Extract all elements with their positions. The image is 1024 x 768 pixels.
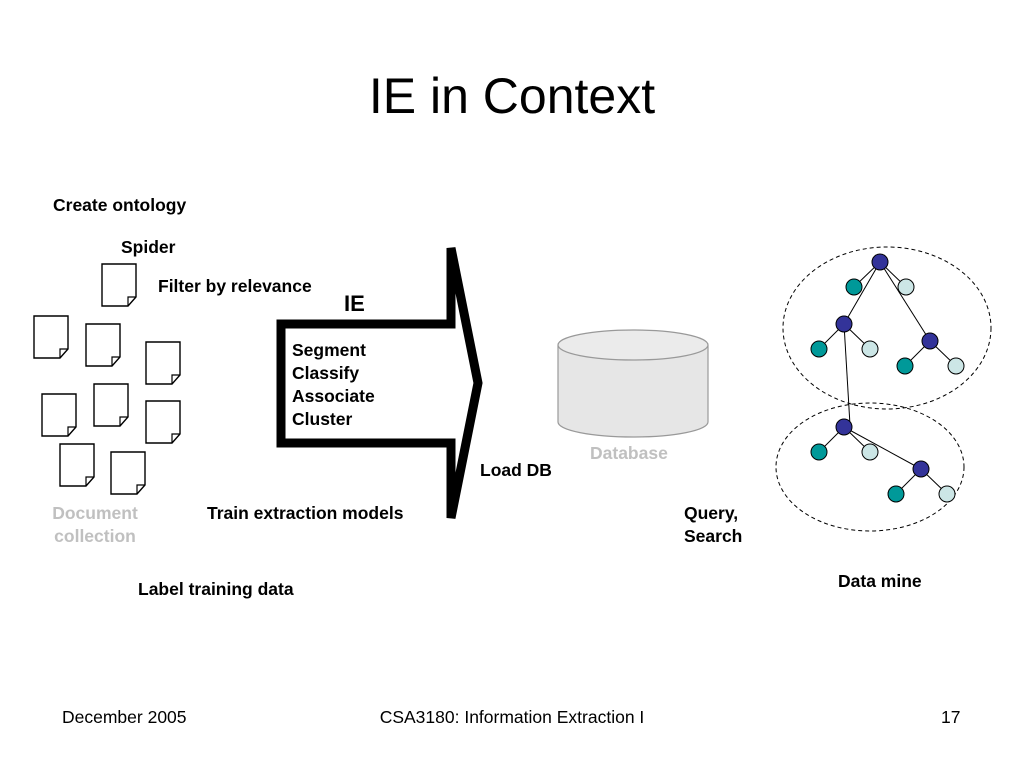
- tree-node: [887, 485, 905, 503]
- step-classify: Classify: [292, 363, 360, 383]
- tree-node: [947, 357, 965, 375]
- document-icon: [145, 400, 181, 444]
- document-icon: [41, 393, 77, 437]
- tree-node: [896, 357, 914, 375]
- document-icon: [101, 263, 137, 307]
- tree-node: [921, 332, 939, 350]
- load-db-label: Load DB: [480, 460, 552, 480]
- ie-steps: Segment Classify Associate Cluster: [292, 339, 375, 431]
- footer-course: CSA3180: Information Extraction I: [379, 707, 645, 727]
- step-segment: Segment: [292, 340, 366, 360]
- database-label: Database: [590, 443, 668, 463]
- tree-node: [835, 418, 853, 436]
- data-mine-tree: [775, 246, 992, 532]
- tree-node: [810, 443, 828, 461]
- document-icon: [110, 451, 146, 495]
- slide-title: IE in Context: [368, 68, 656, 124]
- step-cluster: Cluster: [292, 409, 353, 429]
- document-icon: [93, 383, 129, 427]
- tree-node: [861, 340, 879, 358]
- tree-node: [897, 278, 915, 296]
- document-icon: [145, 341, 181, 385]
- tree-node: [810, 340, 828, 358]
- document-icon: [59, 443, 95, 487]
- page-number: 17: [941, 707, 961, 727]
- tree-node: [912, 460, 930, 478]
- data-mine-label: Data mine: [838, 571, 922, 591]
- footer-date: December 2005: [62, 707, 187, 727]
- document-icon: [33, 315, 69, 359]
- tree-node: [861, 443, 879, 461]
- ie-label: IE: [344, 291, 365, 316]
- create-ontology-label: Create ontology: [53, 195, 187, 215]
- tree-node: [938, 485, 956, 503]
- database-icon: [557, 329, 709, 438]
- filter-label: Filter by relevance: [158, 276, 312, 296]
- tree-node: [845, 278, 863, 296]
- spider-label: Spider: [121, 237, 176, 257]
- label-training-label: Label training data: [138, 579, 294, 599]
- train-models-label: Train extraction models: [207, 503, 404, 523]
- tree-node: [835, 315, 853, 333]
- tree-node: [871, 253, 889, 271]
- ie-arrow: [276, 247, 483, 519]
- document-icons: [33, 263, 181, 495]
- query-search-label: Query, Search: [684, 503, 743, 546]
- document-collection-label: Document collection: [52, 503, 138, 546]
- document-icon: [85, 323, 121, 367]
- step-associate: Associate: [292, 386, 375, 406]
